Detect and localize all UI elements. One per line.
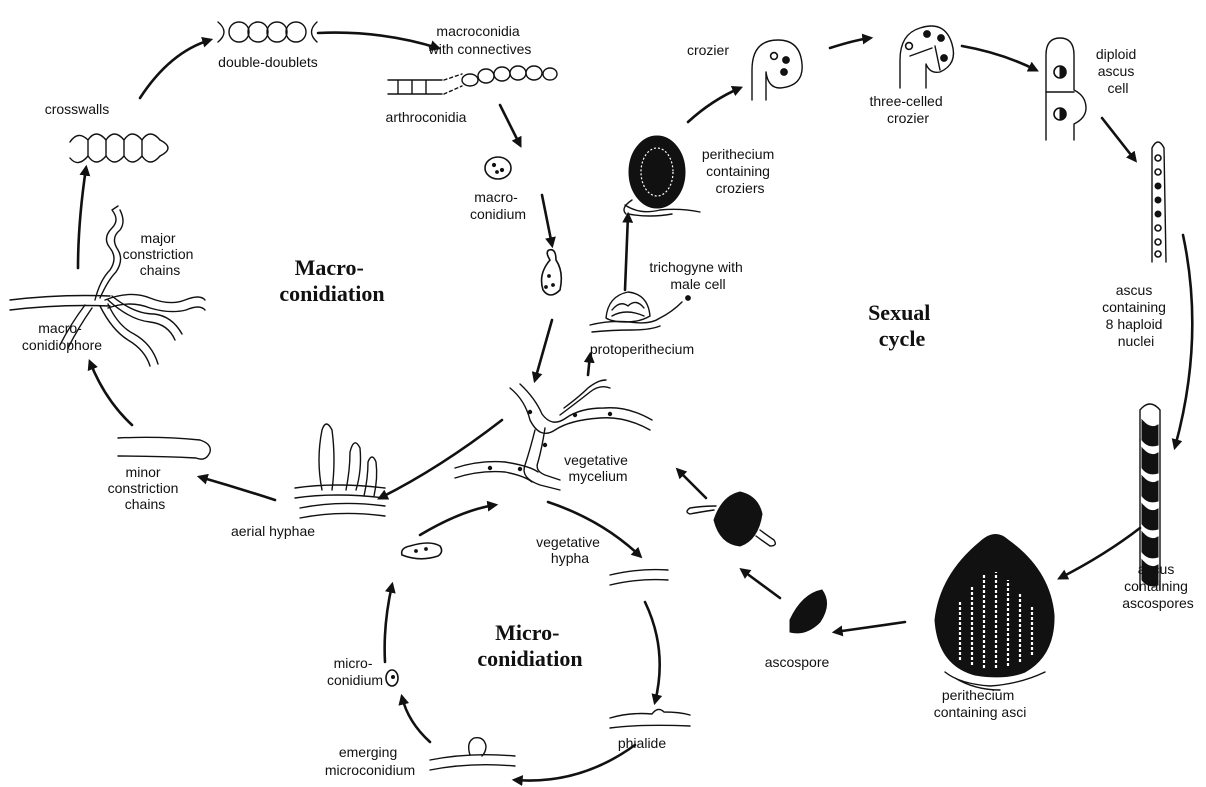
microconidium-label: micro- conidium [327,655,383,688]
diploid-ascus-drawing [1046,38,1086,140]
vegetative-hypha-drawing [610,570,668,585]
macroconidium-drawing [485,157,511,179]
aerial-hyphae-drawing [295,424,385,518]
double-doublets-drawing [218,22,317,42]
diploid-ascus-label: diploid ascus cell [1096,46,1140,96]
sexual-cycle-title: Sexual cycle [868,300,936,351]
ascus-haploid-label: ascus containing 8 haploid nuclei [1102,282,1170,349]
crozier-drawing [752,40,802,100]
macroconidia-connectives-label: macroconidia with connectives [428,23,532,57]
crosswalls-drawing [70,134,168,163]
ascus-haploid-drawing [1152,142,1166,262]
crozier-label: crozier [687,42,729,58]
aerial-hyphae-label: aerial hyphae [231,523,315,539]
microconidium-drawing [386,670,398,686]
ascospore-label: ascospore [765,654,830,670]
perithecium-asci-label: perithecium containing asci [934,687,1027,720]
vegetative-hypha-label: vegetative hypha [536,534,604,566]
macroconidia-connectives-drawing [388,66,557,94]
protoperithecium-label: protoperithecium [590,341,694,357]
perithecium-asci-drawing [935,534,1054,690]
phialide-label: phialide [618,735,666,751]
macroconidiation-title: Macro- conidiation [279,255,384,306]
macroconidium-label: macro- conidium [470,189,526,222]
microconidiation-title: Micro- conidiation [477,620,582,671]
trichogyne-label: trichogyne with male cell [649,259,746,292]
major-constriction-label: major constriction chains [123,230,198,278]
minor-constriction-label: minor constriction chains [108,464,183,512]
vegetative-mycelium-label: vegetative mycelium [564,452,632,484]
germinating-ascospore-drawing [687,492,775,546]
ascus-ascospores-label: ascus containing ascospores [1122,561,1194,611]
double-doublets-label: double-doublets [218,54,318,70]
germinating-conidium-drawing [542,250,562,295]
minor-constriction-drawing [118,437,210,459]
crosswalls-label: crosswalls [45,101,110,117]
ascospore-drawing [790,590,827,633]
protoperithecium-drawing [590,292,690,332]
macroconidiophore-label: macro- conidiophore [22,320,102,353]
three-celled-crozier-label: three-celled crozier [869,93,946,126]
emerging-microconidium-drawing [430,738,515,770]
phialide-drawing [610,709,690,728]
arthroconidia-label: arthroconidia [386,109,467,125]
microconidium-germinating-drawing [402,543,442,559]
three-celled-crozier-drawing [900,26,954,88]
emerging-microconidium-label: emerging microconidium [325,744,415,778]
perithecium-croziers-drawing [624,136,700,216]
perithecium-croziers-label: perithecium containing croziers [702,146,778,196]
